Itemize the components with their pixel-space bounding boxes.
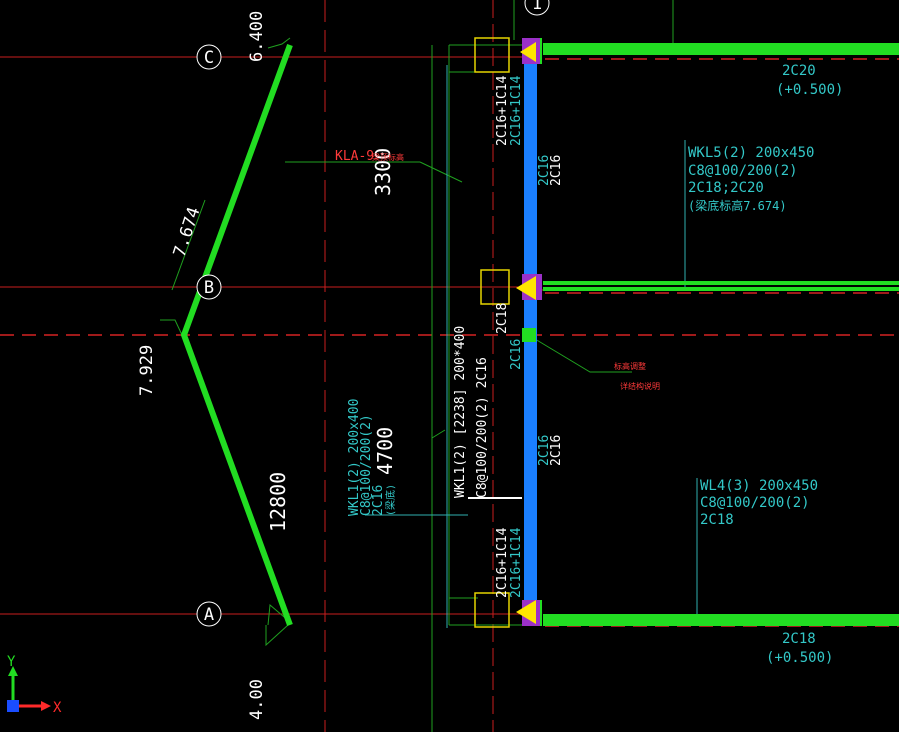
bracket-line bbox=[431, 429, 446, 439]
wkl1-ghost-line4: (梁底) bbox=[384, 484, 397, 516]
wl4-line2: C8@100/200(2) bbox=[700, 495, 810, 511]
dimension-4700: 4700 bbox=[373, 427, 397, 475]
note-red-1: 标高调整 bbox=[614, 361, 646, 371]
note-kla9-sub: 梁顶标高 bbox=[372, 152, 404, 162]
column-marker-mid[interactable] bbox=[522, 328, 536, 342]
beam-bottom-rebar: 2C18 bbox=[782, 631, 816, 647]
ucs-x-label: X bbox=[53, 700, 62, 716]
beam-mid-right-2[interactable] bbox=[543, 287, 899, 291]
slope-marker-upper bbox=[171, 199, 206, 291]
wkl5-line4: (梁底标高7.674) bbox=[688, 198, 787, 213]
rebar-right-1: 2C16 bbox=[549, 155, 564, 186]
rebar-mid: 2C18 bbox=[495, 303, 510, 334]
elevation-mid-lower: 7.929 bbox=[137, 345, 157, 396]
wkl1-label-line2: C8@100/200(2) 2C16 bbox=[475, 357, 490, 498]
grid-bubble-c[interactable] bbox=[196, 44, 222, 70]
connector-top-tri bbox=[520, 42, 536, 62]
connector-bottom-tri bbox=[516, 600, 536, 624]
rebar-right-1-cyan: 2C16 bbox=[537, 155, 552, 186]
wkl5-line2: C8@100/200(2) bbox=[688, 163, 798, 179]
leader-red-note bbox=[529, 335, 632, 373]
dimension-12800: 12800 bbox=[266, 472, 290, 532]
slope-marker-mid bbox=[160, 319, 183, 336]
beam-mid-right[interactable] bbox=[543, 281, 899, 285]
beam-bottom-offset: (+0.500) bbox=[766, 650, 833, 666]
wl4-line3: 2C18 bbox=[700, 512, 734, 528]
grid-bubble-b[interactable] bbox=[196, 274, 222, 300]
grid-label-a: A bbox=[204, 605, 214, 625]
grid-bubbles[interactable] bbox=[196, 0, 550, 627]
rebar-right-2: 2C16 bbox=[549, 435, 564, 466]
column-node-mid[interactable] bbox=[480, 269, 510, 305]
rebar-bottom-1: 2C16+1C14 bbox=[495, 527, 510, 598]
beam-bottom-right[interactable] bbox=[543, 614, 899, 626]
beam-top-offset: (+0.500) bbox=[776, 82, 843, 98]
roof-beams[interactable] bbox=[543, 43, 899, 626]
wl4-line1: WL4(3) 200x450 bbox=[700, 478, 818, 494]
wkl1-label-line1: WKL1(2) [2238] 200*400 bbox=[453, 326, 468, 498]
ucs-y-arrow bbox=[8, 666, 18, 676]
wkl1-ghost-line3: 2C16 bbox=[371, 485, 386, 516]
connector-mid-tri bbox=[516, 276, 536, 300]
elevation-top: 6.400 bbox=[247, 11, 267, 62]
rebar-top-1: 2C16+1C14 bbox=[495, 75, 510, 146]
slope-marker-lower bbox=[267, 604, 291, 626]
grid-label-1: 1 bbox=[532, 0, 542, 14]
wkl1-ghost-line2: C8@100/200(2) bbox=[359, 414, 374, 516]
connectors[interactable] bbox=[516, 38, 542, 626]
note-kla9: KLA-9 bbox=[335, 149, 374, 164]
cyan-lines bbox=[365, 65, 698, 628]
beam-top-right[interactable] bbox=[543, 43, 899, 55]
beam-top-rebar: 2C20 bbox=[782, 63, 816, 79]
dimension-3300: 3300 bbox=[371, 148, 395, 196]
ucs-x-arrow bbox=[41, 701, 51, 711]
construction-lines bbox=[160, 0, 674, 732]
rebar-top-1-cyan: 2C16+1C14 bbox=[509, 75, 524, 146]
elevation-mid-upper: 7.674 bbox=[170, 205, 205, 260]
rebar-mid-cyan: 2C16 bbox=[509, 339, 524, 370]
column-node-bottom[interactable] bbox=[474, 592, 510, 628]
slope-marker-top bbox=[267, 37, 291, 49]
ucs-y-label: Y bbox=[7, 654, 16, 670]
grid-bubble-1[interactable] bbox=[524, 0, 550, 16]
grid-bubble-a[interactable] bbox=[196, 601, 222, 627]
ucs-icon: Y X bbox=[7, 654, 62, 716]
column-nodes[interactable] bbox=[474, 37, 510, 628]
grid-label-b: B bbox=[204, 278, 214, 298]
rebar-right-2-cyan: 2C16 bbox=[537, 435, 552, 466]
rebar-bottom-1-cyan: 2C16+1C14 bbox=[509, 527, 524, 598]
wkl5-line1: WKL5(2) 200x450 bbox=[688, 145, 814, 161]
column-node-top[interactable] bbox=[474, 37, 510, 73]
grid-label-c: C bbox=[204, 48, 214, 68]
elevation-bottom: 4.00 bbox=[247, 679, 267, 720]
wkl1-ghost-line1: WKL1(2) 200x400 bbox=[347, 399, 362, 516]
note-red-2: 详结构说明 bbox=[620, 381, 660, 391]
slope-marker-bottom bbox=[265, 624, 289, 647]
wkl5-line3: 2C18;2C20 bbox=[688, 180, 764, 196]
leader-kla9-diag bbox=[419, 161, 463, 183]
roof-slope-line[interactable] bbox=[180, 43, 293, 627]
ucs-origin bbox=[7, 700, 19, 712]
